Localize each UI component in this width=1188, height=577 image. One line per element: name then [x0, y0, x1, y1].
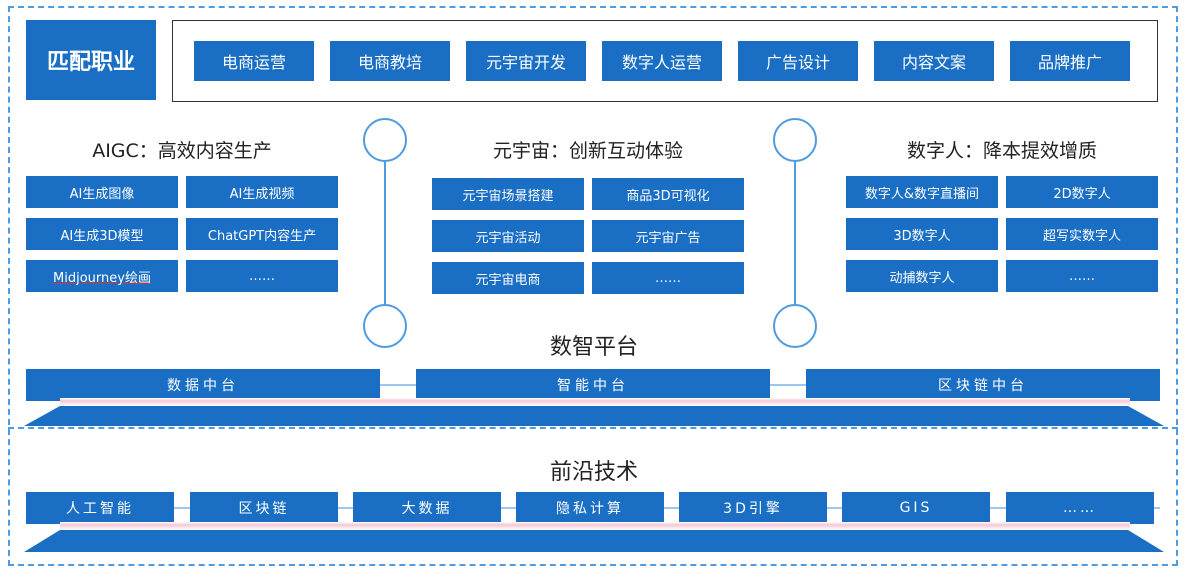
tech-title: 前沿技术	[549, 460, 638, 485]
digital-human-item: 数字人&数字直播间	[846, 176, 998, 208]
tech-item: 人工智能	[26, 492, 174, 524]
metaverse-item: 元宇宙电商	[432, 262, 584, 294]
platform-floor	[24, 398, 1164, 426]
metaverse-item: 元宇宙场景搭建	[432, 178, 584, 210]
pillar-node-bottom	[773, 304, 817, 348]
platform-item: 数据中台	[26, 369, 380, 401]
brand-box: 匹配职业	[26, 20, 156, 100]
tech-floor	[24, 522, 1164, 552]
job-item: 品牌推广	[1010, 41, 1130, 81]
column-title-metaverse: 元宇宙：创新互动体验	[492, 140, 683, 162]
digital-human-item: 动捕数字人	[846, 260, 998, 292]
platform-item: 智能中台	[416, 369, 770, 401]
aigc-item: ……	[186, 260, 338, 292]
aigc-item: AI生成视频	[186, 176, 338, 208]
platform-connector	[378, 384, 418, 386]
tech-item: 3D引擎	[679, 492, 827, 524]
pillar-node-top	[363, 118, 407, 162]
platform-item: 区块链中台	[806, 369, 1160, 401]
metaverse-item: 元宇宙活动	[432, 220, 584, 252]
tech-item: 大数据	[353, 492, 501, 524]
platform-connector	[768, 384, 808, 386]
metaverse-item: ……	[592, 262, 744, 294]
tech-item: 区块链	[190, 492, 338, 524]
digital-human-item: 超写实数字人	[1006, 218, 1158, 250]
aigc-item: AI生成3D模型	[26, 218, 178, 250]
outer-frame	[8, 6, 1178, 566]
digital-human-item: ……	[1006, 260, 1158, 292]
tech-item: 隐私计算	[516, 492, 664, 524]
metaverse-item: 元宇宙广告	[592, 220, 744, 252]
job-item: 电商教培	[330, 41, 450, 81]
metaverse-item: 商品3D可视化	[592, 178, 744, 210]
tech-item: GIS	[842, 492, 990, 524]
pillar-line	[384, 160, 386, 305]
job-item: 数字人运营	[602, 41, 722, 81]
job-item: 内容文案	[874, 41, 994, 81]
pillar-node-bottom	[363, 304, 407, 348]
job-item: 电商运营	[194, 41, 314, 81]
digital-human-item: 3D数字人	[846, 218, 998, 250]
pillar-node-top	[773, 118, 817, 162]
aigc-item: AI生成图像	[26, 176, 178, 208]
aigc-item: Midjourney绘画	[26, 260, 178, 292]
jobs-container	[172, 20, 1158, 102]
digital-human-item: 2D数字人	[1006, 176, 1158, 208]
aigc-item: ChatGPT内容生产	[186, 218, 338, 250]
job-item: 广告设计	[738, 41, 858, 81]
column-title-aigc: AIGC：高效内容生产	[92, 140, 272, 162]
pillar-line	[794, 160, 796, 305]
job-item: 元宇宙开发	[466, 41, 586, 81]
tech-connector	[170, 507, 1160, 509]
column-title-digital-human: 数字人：降本提效增质	[906, 140, 1097, 162]
platform-title: 数智平台	[549, 335, 638, 360]
section-divider	[8, 427, 1178, 429]
aigc-item-label: Midjourney绘画	[53, 270, 151, 286]
tech-item: ……	[1006, 492, 1154, 524]
